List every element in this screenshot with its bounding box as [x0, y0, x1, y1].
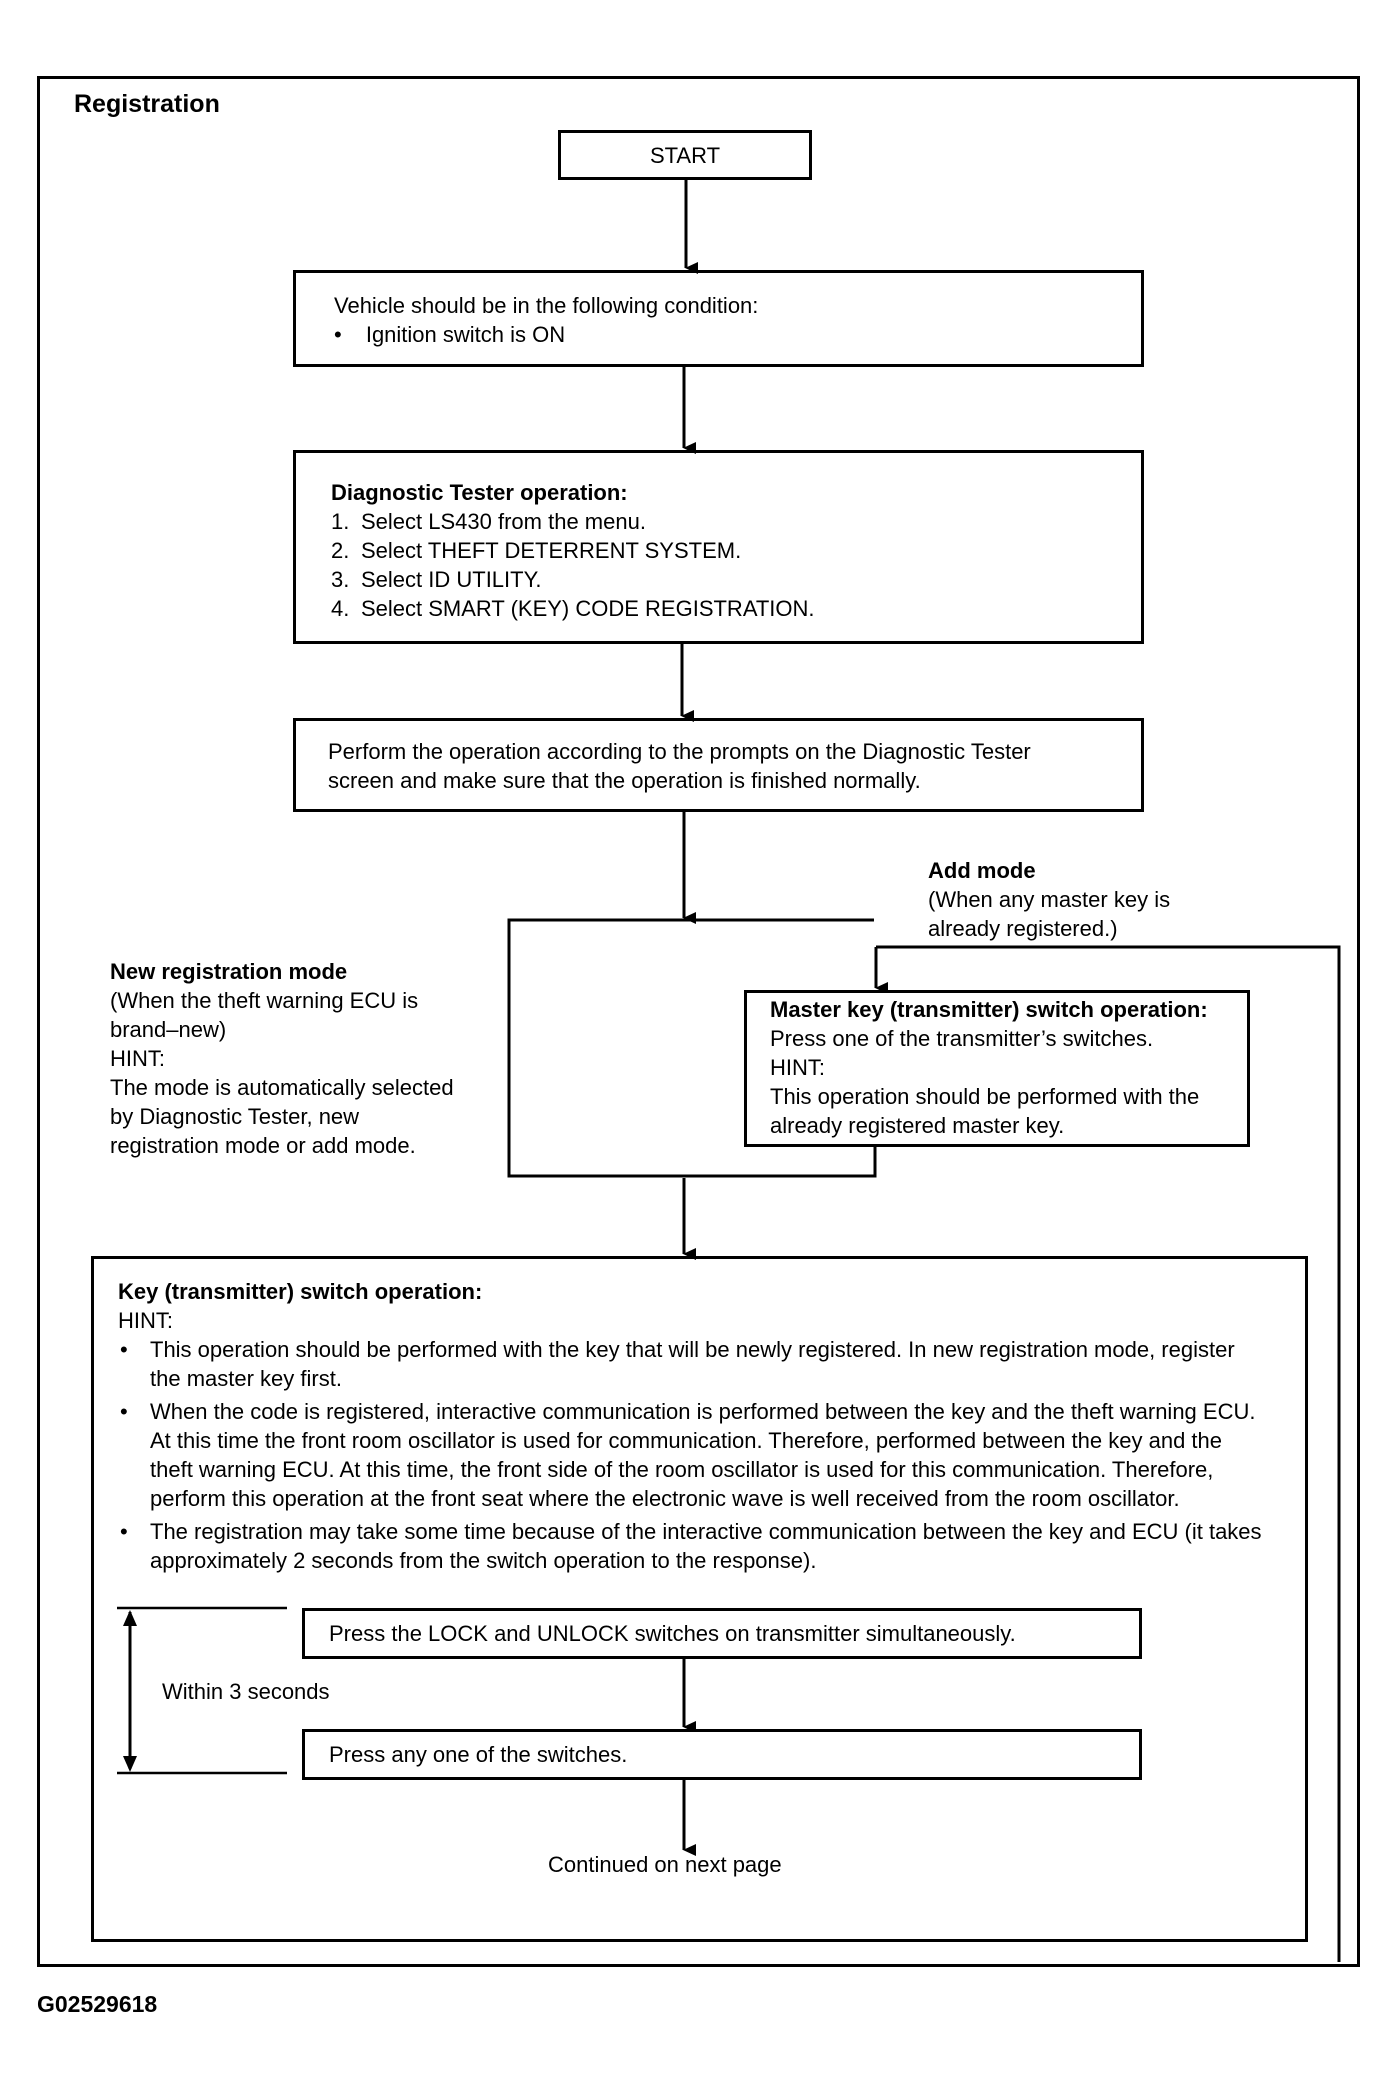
within-label: Within 3 seconds [162, 1679, 330, 1704]
key-op-box: Key (transmitter) switch operation: HINT… [91, 1256, 1308, 1942]
new-mode-line: registration mode or add mode. [110, 1133, 416, 1158]
master-key-line: HINT: [770, 1055, 825, 1080]
condition-item: • Ignition switch is ON [334, 320, 565, 349]
master-key-line: Press one of the transmitter’s switches. [770, 1026, 1154, 1051]
condition-heading: Vehicle should be in the following condi… [334, 293, 759, 318]
tester-steps: 1.Select LS430 from the menu. 2.Select T… [331, 507, 815, 623]
key-op-bullet: This operation should be performed with … [118, 1335, 1268, 1393]
page-title: Registration [74, 90, 220, 118]
new-mode-line: HINT: [110, 1046, 165, 1071]
tester-heading: Diagnostic Tester operation: [331, 480, 628, 505]
condition-item-text: Ignition switch is ON [365, 322, 566, 347]
tester-step: 1.Select LS430 from the menu. [331, 509, 646, 534]
bullet-icon: • [334, 322, 342, 347]
step-lock-unlock-text: Press the LOCK and UNLOCK switches on tr… [329, 1621, 1016, 1646]
perform-line1: Perform the operation according to the p… [328, 739, 1031, 764]
add-mode-line1: (When any master key is [928, 887, 1171, 912]
tester-step: 3.Select ID UTILITY. [331, 567, 542, 592]
master-key-heading: Master key (transmitter) switch operatio… [770, 997, 1208, 1022]
start-label: START [649, 143, 721, 168]
master-key-box: Master key (transmitter) switch operatio… [744, 990, 1250, 1147]
tester-box: Diagnostic Tester operation: 1.Select LS… [293, 450, 1144, 644]
key-op-bullet: The registration may take some time beca… [118, 1517, 1268, 1575]
perform-line2: screen and make sure that the operation … [328, 768, 921, 793]
new-mode-line: (When the theft warning ECU is [110, 988, 419, 1013]
figure-id: G02529618 [37, 1991, 158, 2017]
key-op-bullet: When the code is registered, interactive… [118, 1397, 1268, 1513]
key-op-hint: HINT: [118, 1308, 173, 1333]
perform-box: Perform the operation according to the p… [293, 718, 1144, 812]
step-any-switch-box: Press any one of the switches. [302, 1729, 1142, 1780]
add-mode-line2: already registered.) [928, 916, 1118, 941]
tester-step: 4.Select SMART (KEY) CODE REGISTRATION. [331, 596, 815, 621]
condition-box: Vehicle should be in the following condi… [293, 270, 1144, 367]
new-mode-title: New registration mode [110, 959, 348, 984]
new-mode-line: The mode is automatically selected [110, 1075, 454, 1100]
continued-label: Continued on next page [548, 1852, 782, 1877]
master-key-line: already registered master key. [770, 1113, 1065, 1138]
key-op-bullets: This operation should be performed with … [118, 1335, 1268, 1579]
new-mode-line: brand–new) [110, 1017, 227, 1042]
start-box: START [558, 130, 812, 180]
registration-frame [37, 76, 1360, 1967]
step-any-switch-text: Press any one of the switches. [329, 1742, 628, 1767]
key-op-heading: Key (transmitter) switch operation: [118, 1279, 483, 1304]
master-key-line: This operation should be performed with … [770, 1084, 1200, 1109]
tester-step: 2.Select THEFT DETERRENT SYSTEM. [331, 538, 742, 563]
add-mode-title: Add mode [928, 858, 1036, 883]
new-mode-line: by Diagnostic Tester, new [110, 1104, 360, 1129]
step-lock-unlock-box: Press the LOCK and UNLOCK switches on tr… [302, 1608, 1142, 1659]
